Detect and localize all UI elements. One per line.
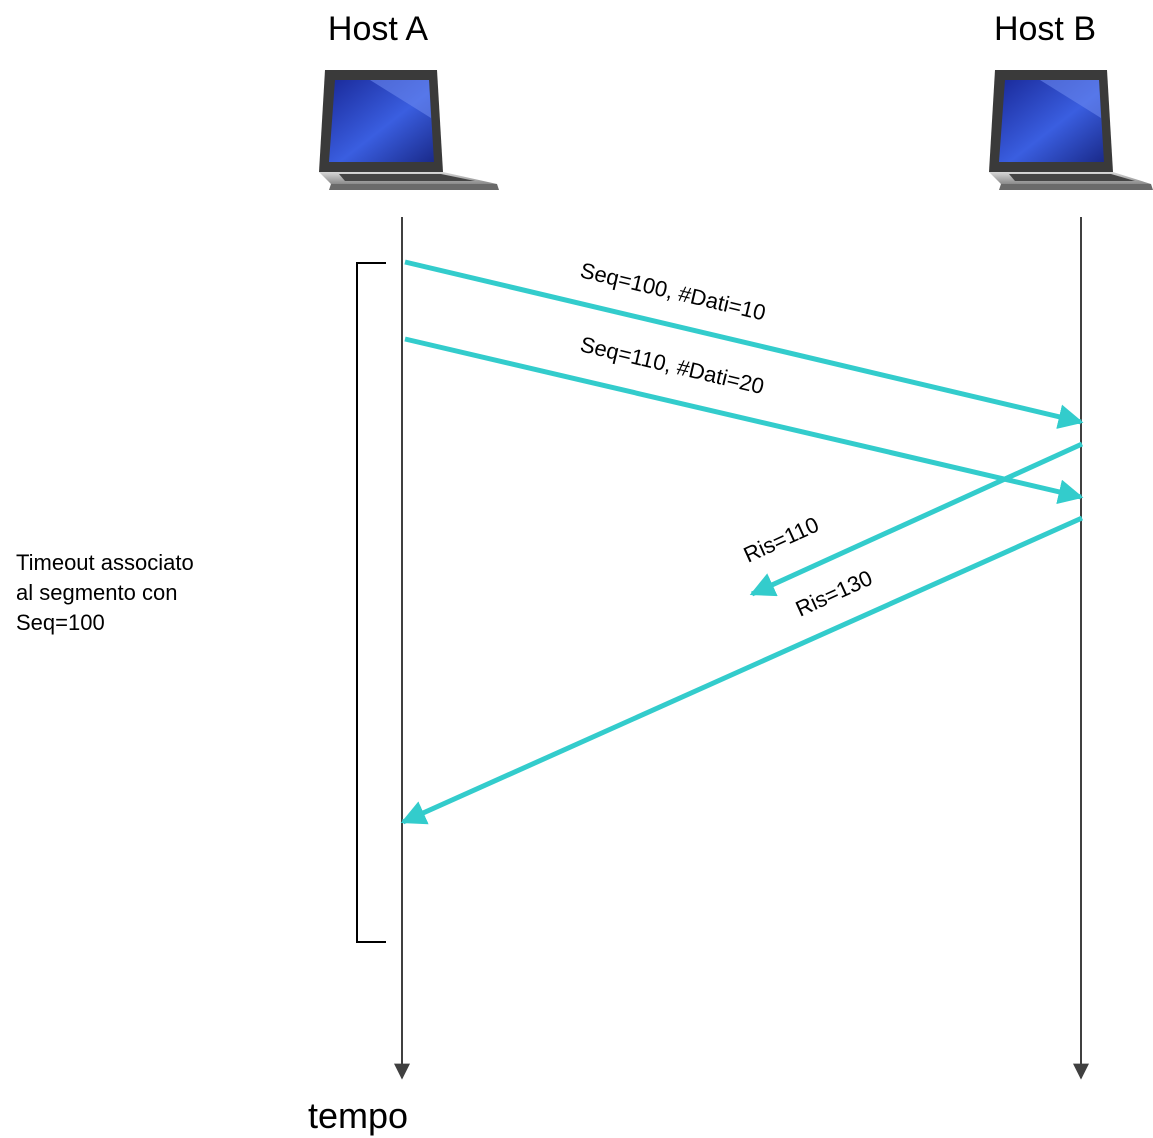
timeout-note-line-2: al segmento con bbox=[16, 580, 178, 605]
message-label-seg1: Seq=100, #Dati=10 bbox=[578, 258, 768, 326]
time-axis-label: tempo bbox=[308, 1095, 408, 1136]
timeout-note: Timeout associato al segmento con Seq=10… bbox=[16, 548, 316, 638]
host-a-laptop-icon bbox=[319, 70, 499, 190]
host-b-laptop-icon bbox=[989, 70, 1153, 190]
message-label-ack2: Ris=130 bbox=[792, 565, 876, 621]
message-arrow-ack1 bbox=[749, 441, 1084, 597]
message-label-ack1: Ris=110 bbox=[740, 512, 823, 568]
message-arrow-seg1 bbox=[404, 259, 1084, 429]
host-b-label: Host B bbox=[994, 10, 1096, 48]
message-arrow-seg2 bbox=[404, 336, 1084, 505]
timeout-note-line-3: Seq=100 bbox=[16, 610, 105, 635]
host-a-label: Host A bbox=[328, 10, 428, 48]
timeout-bracket bbox=[356, 262, 386, 943]
message-arrow-ack2 bbox=[400, 515, 1084, 825]
timeout-note-line-1: Timeout associato bbox=[16, 550, 194, 575]
